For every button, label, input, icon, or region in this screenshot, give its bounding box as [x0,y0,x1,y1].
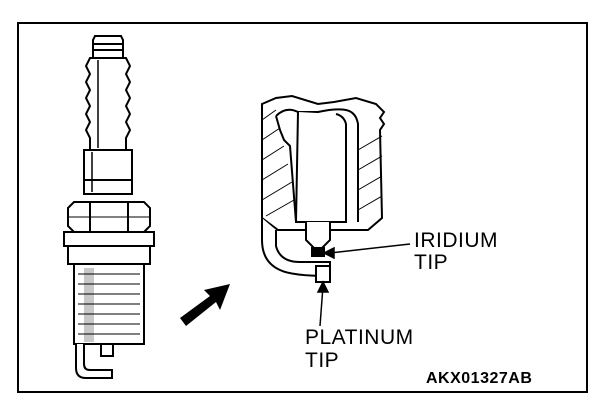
electrode-detail-icon [261,94,386,283]
iridium-tip-label-line2: TIP [414,251,449,274]
spark-plug-icon [63,35,155,379]
figure-code: AKX01327AB [426,370,533,387]
platinum-tip-label-line2: TIP [305,349,340,372]
enlarge-arrow-icon [180,284,230,326]
platinum-tip-label-line1: PLATINUM [305,326,414,349]
leader-lines [316,243,411,327]
iridium-tip-label-line1: IRIDIUM [414,229,498,252]
